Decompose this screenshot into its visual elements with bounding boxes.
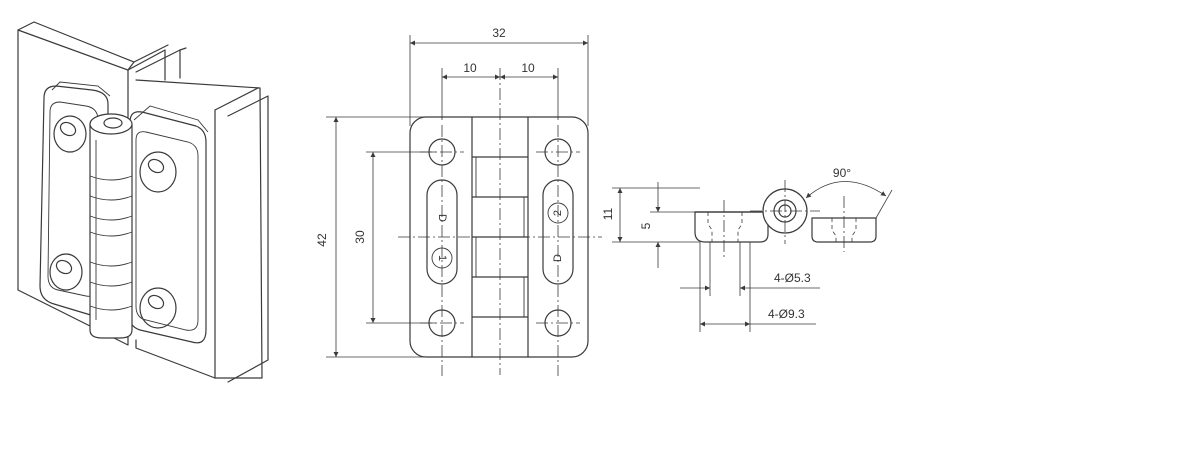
hinge-isometric-view xyxy=(17,21,269,383)
dimension-42: 42 xyxy=(315,117,339,357)
dimension-10-right-label: 10 xyxy=(521,61,535,75)
dimension-32: 32 xyxy=(410,26,588,46)
dimension-90-degree: 90° xyxy=(805,166,893,219)
dimension-10-left-label: 10 xyxy=(463,61,477,75)
dimension-5: 5 xyxy=(639,182,661,268)
dimension-5-label: 5 xyxy=(639,222,653,229)
marking-d-right: D xyxy=(552,254,564,262)
dimension-4-d5-3-label: 4-Ø5.3 xyxy=(774,271,811,285)
hinge-side-view: 11 5 4-Ø xyxy=(601,166,893,332)
dimension-10-left: 10 xyxy=(442,61,500,80)
dimension-4-d9-3: 4-Ø9.3 xyxy=(700,307,816,327)
dimension-30-label: 30 xyxy=(353,230,367,244)
dimension-30: 30 xyxy=(353,152,376,323)
dimension-42-label: 42 xyxy=(315,233,329,247)
dimension-4-d9-3-label: 4-Ø9.3 xyxy=(768,307,805,321)
dimension-10-right: 10 xyxy=(500,61,558,80)
dimension-11: 11 xyxy=(601,188,623,242)
dimension-4-d5-3: 4-Ø5.3 xyxy=(680,271,820,291)
dimension-32-label: 32 xyxy=(492,26,506,40)
dimension-90-label: 90° xyxy=(833,166,851,180)
marking-d-left: D xyxy=(436,214,448,222)
dimension-11-label: 11 xyxy=(601,207,615,220)
marking-1: 1 xyxy=(436,255,448,261)
hinge-front-view: 32 10 10 42 30 xyxy=(315,26,602,376)
